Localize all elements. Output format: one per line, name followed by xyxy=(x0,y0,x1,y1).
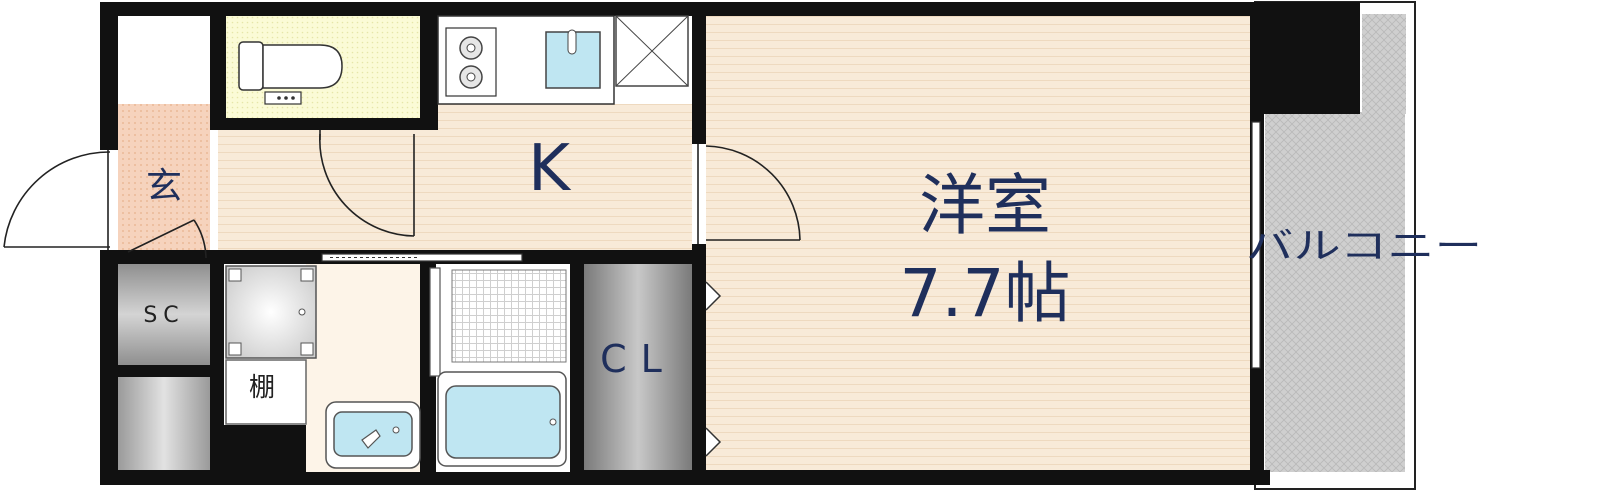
floors xyxy=(118,16,1250,472)
shelf-tana xyxy=(225,359,307,425)
toilet-room xyxy=(238,41,343,105)
doors xyxy=(3,130,801,259)
balcony-label: バルコニー xyxy=(1246,226,1482,267)
room-size-label: 7.7帖 xyxy=(900,255,1071,332)
balcony-area xyxy=(1254,1,1416,490)
cl-label: CL xyxy=(600,337,676,381)
closet-cl xyxy=(584,264,722,470)
washing-machine-icon xyxy=(225,265,317,359)
washbasin-icon xyxy=(325,401,421,469)
sink-icon xyxy=(545,29,601,89)
sliding-doors xyxy=(321,121,1261,369)
kitchen-label: K xyxy=(528,132,572,206)
tana-label: 棚 xyxy=(249,373,275,403)
bathtub-icon xyxy=(437,371,567,467)
stove-icon xyxy=(459,36,483,89)
kitchen-counter xyxy=(437,15,689,105)
room-name-label: 洋室 xyxy=(919,167,1051,244)
genkan-label: 玄 xyxy=(146,166,182,207)
sc-label: SC xyxy=(143,303,184,328)
storage-sc xyxy=(118,264,210,365)
storage-lower xyxy=(118,377,210,470)
